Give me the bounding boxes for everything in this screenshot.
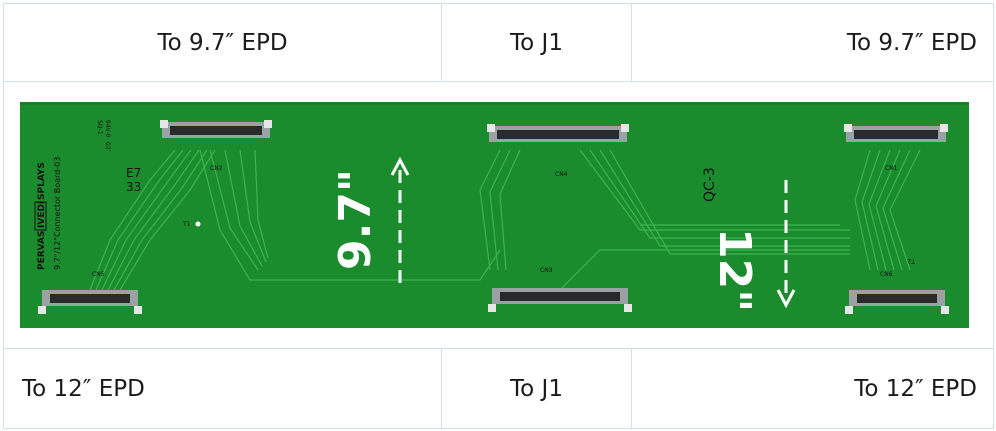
footer-right-label: To 12″ EPD (631, 348, 994, 429)
vendor-b: 94V-0 (104, 120, 111, 138)
label-cn4: CN4 (555, 171, 568, 178)
arrow-up-icon (390, 156, 410, 283)
connector-cn2 (160, 120, 272, 138)
test-point-t1 (195, 221, 201, 227)
connector-cn1 (844, 124, 948, 142)
label-t1: T1 (182, 221, 191, 228)
brand-left: PERVAS (37, 231, 47, 270)
brand-boxed: IVEDI (37, 201, 47, 228)
header-right-label: To 9.7″ EPD (631, 3, 994, 82)
vendor-marks: SQ-1 94V-0 02’ (96, 120, 111, 152)
brand-right: SPLAYS (37, 162, 47, 200)
label-cn1: CN1 (885, 165, 898, 172)
brand-block: PERVAS IVEDI SPLAYS 9.7"/12"Connector Bo… (34, 157, 62, 270)
connector-cn3 (488, 288, 632, 312)
connector-cn6 (845, 290, 949, 314)
qc-mark: QC-3 (702, 167, 718, 202)
code-33: 33 (126, 180, 141, 194)
connector-cn5 (38, 290, 142, 314)
label-cn3: CN3 (540, 267, 553, 274)
size-12-label: 12" (709, 228, 760, 312)
label-t2: T2 (907, 257, 916, 264)
pcb-traces (89, 149, 921, 291)
arrow-down-icon (776, 180, 796, 309)
size-97-label: 9.7" (330, 169, 381, 270)
label-cn2: CN2 (210, 165, 223, 172)
footer-center-label: To J1 (441, 348, 632, 429)
label-cn5: CN5 (92, 271, 105, 278)
connector-cn4 (487, 124, 629, 142)
board-title: 9.7"/12"Connector Board-03 (53, 157, 62, 270)
brand-box (34, 201, 47, 231)
label-cn6: CN6 (880, 271, 893, 278)
code-e7: E7 (126, 166, 141, 180)
vendor-c: 02’ (104, 142, 111, 152)
vendor-a: SQ-1 (96, 120, 103, 135)
